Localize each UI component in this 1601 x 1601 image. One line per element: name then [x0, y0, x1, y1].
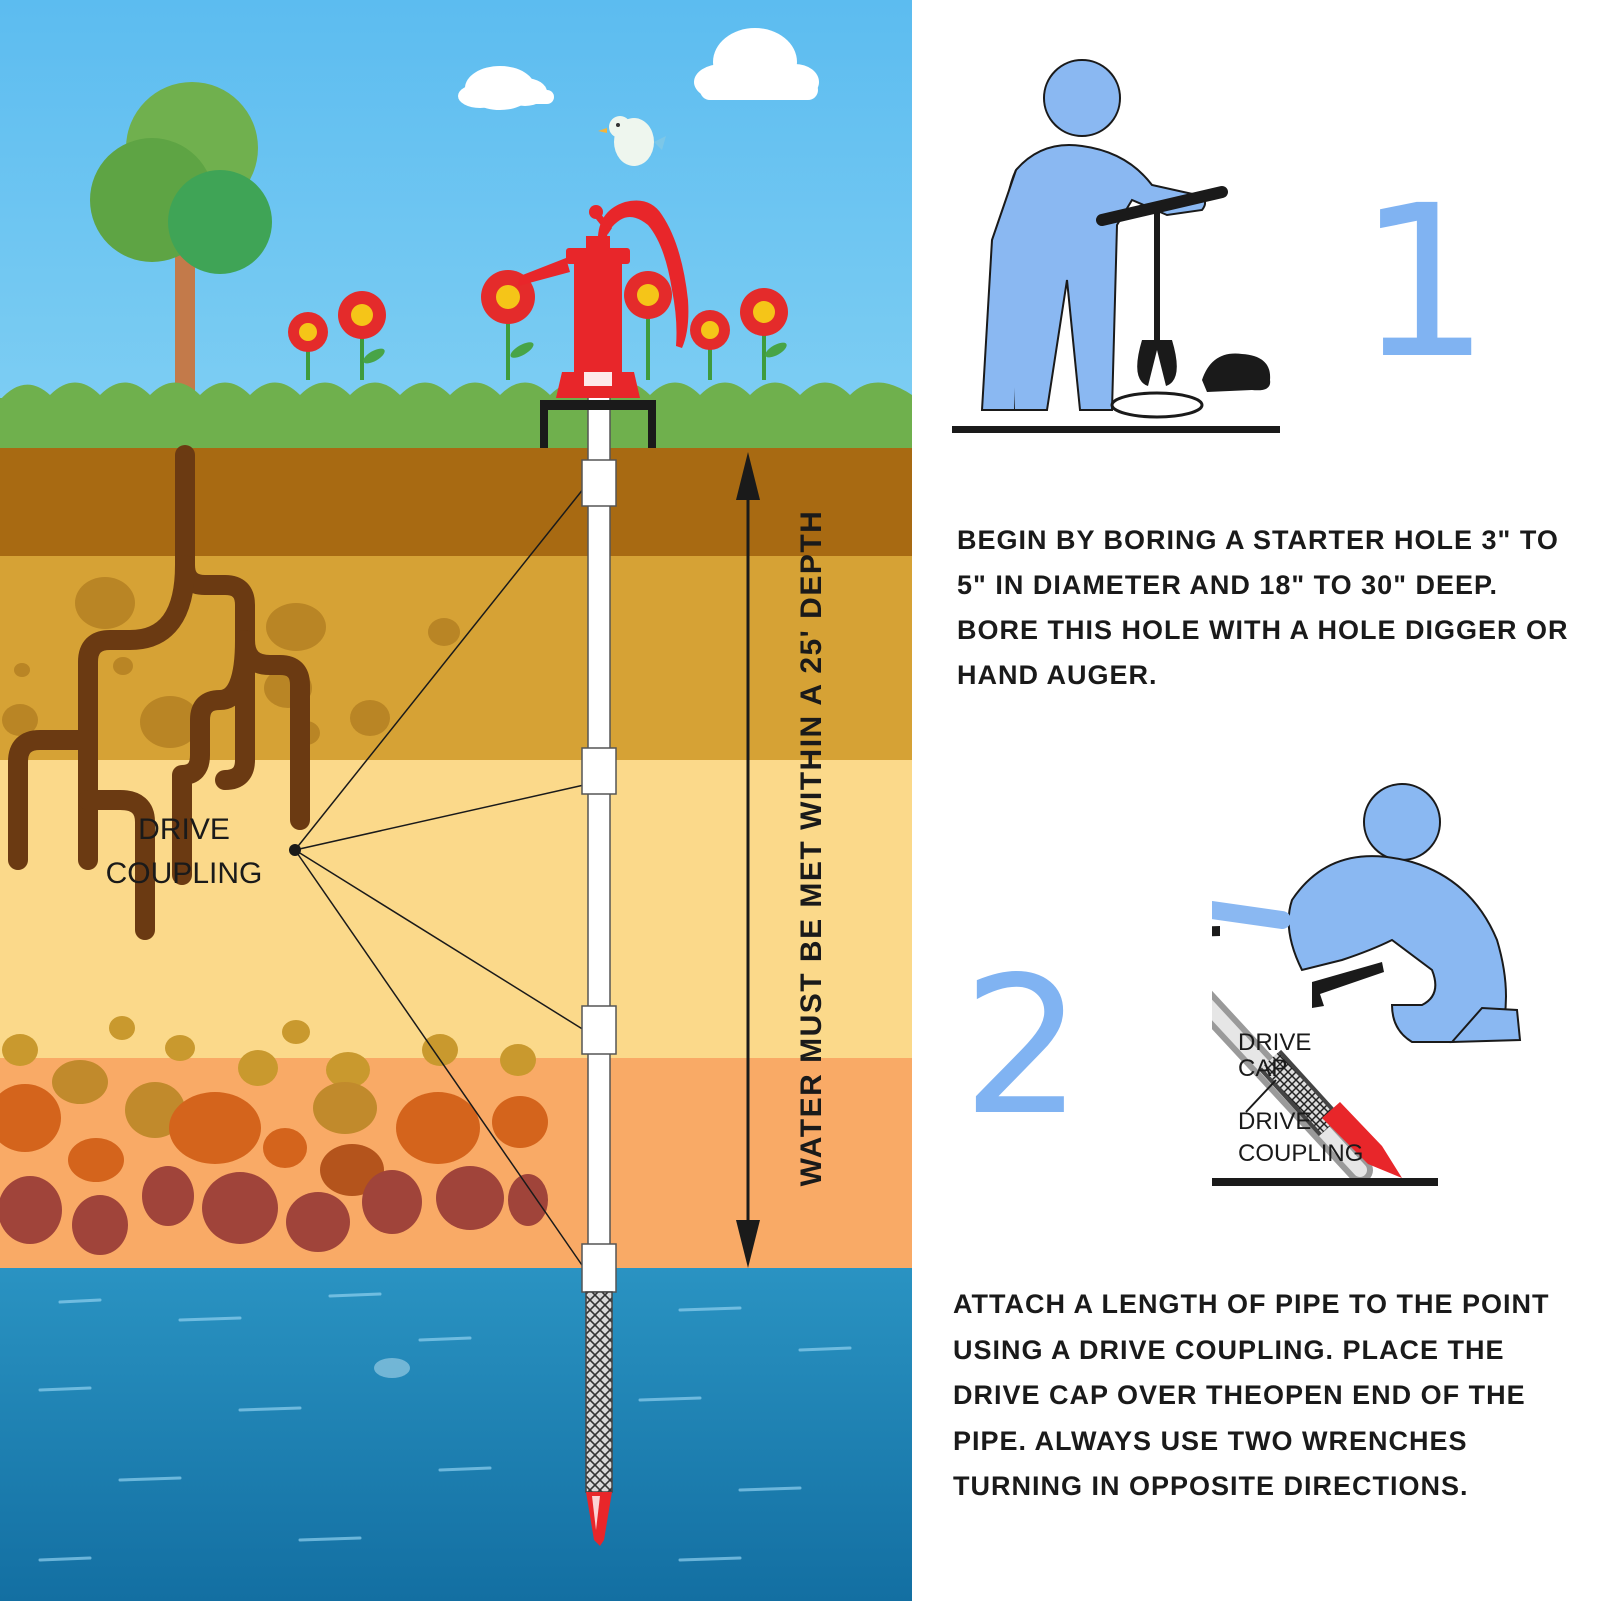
hand-pump-icon [518, 200, 689, 398]
flower-icon [338, 291, 386, 380]
flower-icon [481, 270, 535, 380]
ground-line [1212, 1178, 1438, 1186]
step2-instruction: ATTACH A LENGTH OF PIPE TO THE POINT USI… [953, 1289, 1550, 1501]
cloud-icon [694, 28, 819, 100]
hand-auger-icon [1096, 186, 1271, 419]
coupling-label-dot [289, 844, 301, 856]
well-screen [585, 1291, 613, 1493]
flower-icon [690, 310, 730, 380]
coupling-pointer-lines [294, 487, 585, 1269]
well-pipe [581, 379, 617, 1546]
drive-coupling [581, 1005, 617, 1055]
drive-pipe-icon [1212, 990, 1402, 1183]
flowers [288, 270, 788, 380]
soil-layer-clay [0, 556, 912, 762]
pump-stand [540, 400, 656, 448]
groundwater [0, 1268, 912, 1601]
cloud-icon [458, 66, 554, 110]
drive-coupling-label: DRIVE COUPLING [105, 813, 263, 890]
step1-number: 1 [1357, 160, 1491, 405]
depth-requirement-label: WATER MUST BE MET WITHIN A 25' DEPTH [795, 509, 828, 1187]
cross-section-illustration [0, 0, 912, 1601]
step2-drive-figure [1212, 783, 1522, 1186]
drive-coupling-label: DRIVE COUPLING [1238, 1108, 1364, 1167]
ground-line [952, 426, 1280, 433]
grass [0, 382, 912, 450]
sand-pebbles [2, 1016, 536, 1088]
soil-layer-topsoil [0, 448, 912, 558]
instruction-panel: 1 BEGIN BY BORING A STARTER HOLE 3" TO 5… [912, 0, 1601, 1601]
well-cross-section: DRIVE COUPLING WATER MUST BE MET WITHIN … [0, 0, 912, 1601]
tree-roots [8, 445, 310, 940]
water-ripples [38, 1292, 852, 1562]
step2-number: 2 [962, 936, 1083, 1157]
bird-icon [598, 116, 666, 166]
drive-coupling [581, 747, 617, 795]
drive-coupling [581, 1243, 617, 1293]
gravel-rocks [0, 1060, 548, 1255]
step1-instruction: BEGIN BY BORING A STARTER HOLE 3" TO 5" … [957, 525, 1569, 690]
flower-icon [624, 271, 672, 380]
flower-icon [740, 288, 788, 380]
wrench-icon [1212, 926, 1384, 1008]
step1-auger-figure [952, 59, 1280, 433]
drive-coupling [581, 459, 617, 507]
depth-arrow [736, 452, 760, 1268]
drive-point [586, 1492, 612, 1546]
flower-icon [288, 312, 328, 380]
person-kneeling-icon [1212, 783, 1522, 1044]
drive-cap-label: DRIVE CAP [1238, 1029, 1312, 1082]
